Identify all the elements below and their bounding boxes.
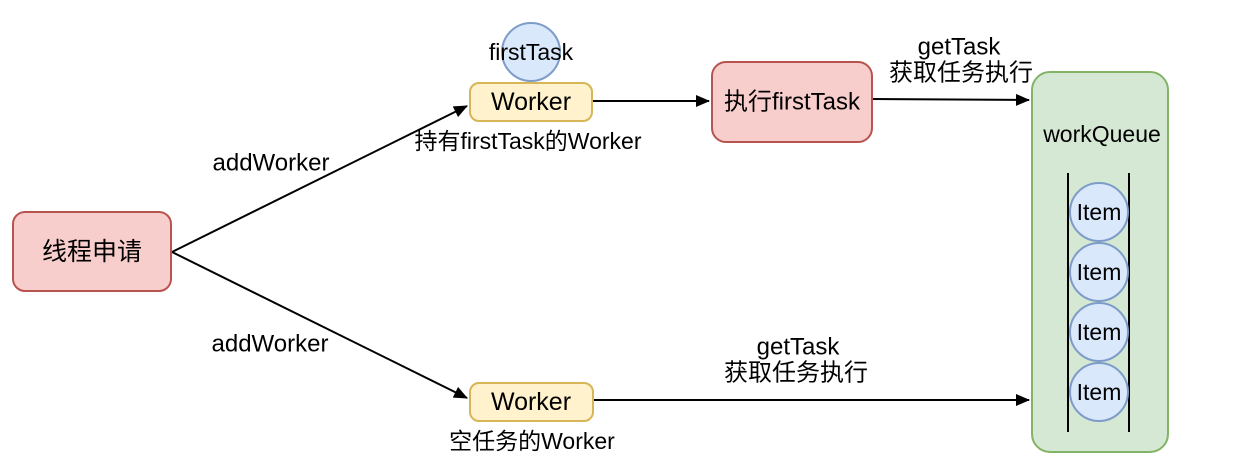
thread-request-label: 线程申请: [42, 238, 142, 266]
edge-add-worker-top: [171, 105, 468, 253]
worker-top-label: Worker: [491, 88, 571, 116]
execute-first-task-label: 执行firstTask: [724, 89, 861, 116]
edge-label-get-task-top-line2: 获取任务执行: [889, 60, 1033, 87]
edge-execute-to-queue: [871, 93, 1030, 106]
edge-label-add-worker-top: addWorker: [213, 150, 330, 177]
queue-item-circle: [1069, 242, 1129, 302]
queue-item-label: Item: [1077, 199, 1122, 225]
queue-item-circle: [1069, 362, 1129, 422]
first-task-circle: [501, 22, 561, 82]
edge-label-get-task-top-line1: getTask: [918, 34, 1002, 61]
first-task-label: firstTask: [489, 39, 574, 65]
worker-bottom-box: [469, 382, 594, 422]
worker-bottom-label: Worker: [491, 388, 571, 416]
worker-top-caption: 持有firstTask的Worker: [414, 128, 641, 154]
worker-top-box: [469, 82, 593, 122]
queue-item-circle: [1069, 302, 1129, 362]
thread-request-box: [12, 211, 172, 292]
execute-first-task-box: [711, 61, 873, 143]
queue-item-circle: [1069, 182, 1129, 242]
edge-label-get-task-bottom-line1: getTask: [757, 334, 841, 361]
queue-item-label: Item: [1077, 379, 1122, 405]
edge-add-worker-bottom: [171, 251, 468, 399]
work-queue-title: workQueue: [1042, 121, 1161, 147]
queue-item-label: Item: [1077, 259, 1122, 285]
edge-label-get-task-bottom-line2: 获取任务执行: [724, 360, 868, 387]
worker-bottom-caption: 空任务的Worker: [449, 428, 615, 454]
edge-label-add-worker-bottom: addWorker: [212, 331, 329, 358]
queue-item-label: Item: [1077, 319, 1122, 345]
